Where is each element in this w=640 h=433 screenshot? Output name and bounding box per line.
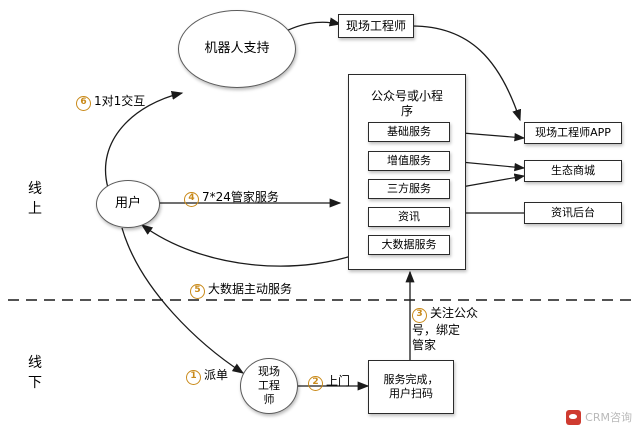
node-eco-mall: 生态商城	[524, 160, 622, 182]
node-eco-mall-label: 生态商城	[551, 164, 595, 178]
edge-number-3: 3	[412, 307, 427, 323]
wechat-icon	[566, 409, 582, 425]
node-user: 用户	[96, 180, 160, 228]
node-service-done: 服务完成， 用户扫码	[368, 360, 454, 414]
node-information-label: 资讯	[398, 210, 420, 224]
node-engineer-app-label: 现场工程师APP	[535, 126, 611, 140]
edge-label-2-text: 上门	[326, 373, 351, 388]
node-robot-label: 机器人支持	[204, 40, 270, 56]
edge-label-6-text: 1对1交互	[94, 93, 146, 108]
node-bigdata-service: 大数据服务	[368, 235, 450, 255]
watermark: CRM咨询	[566, 409, 632, 425]
node-platform: 公众号或小程 序	[348, 74, 466, 270]
node-robot: 机器人支持	[178, 10, 296, 88]
edge-label-5-text: 大数据主动服务	[208, 281, 293, 296]
edge-number-1: 1	[186, 369, 201, 385]
node-field-engineer-bottom-label: 现场 工程 师	[258, 365, 280, 406]
node-info-backend: 资讯后台	[524, 202, 622, 224]
node-basic-service: 基础服务	[368, 122, 450, 142]
edge-user-robot	[104, 90, 184, 189]
node-third-party-service-label: 三方服务	[387, 182, 431, 196]
node-information: 资讯	[368, 207, 450, 227]
node-platform-label: 公众号或小程 序	[370, 89, 443, 118]
axis-label-online: 线 上	[28, 181, 43, 217]
node-value-added-service: 增值服务	[368, 151, 450, 171]
edge-engineer-top-app	[411, 25, 522, 122]
axis-label-offline: 线 下	[28, 355, 43, 391]
node-field-engineer-top-label: 现场工程师	[345, 18, 406, 33]
node-field-engineer-top: 现场工程师	[338, 14, 414, 38]
node-field-engineer-bottom: 现场 工程 师	[240, 358, 298, 414]
edge-label-4-text: 7*24管家服务	[202, 189, 279, 204]
node-user-label: 用户	[114, 195, 141, 211]
node-info-backend-label: 资讯后台	[551, 206, 595, 220]
edge-number-2: 2	[308, 375, 323, 391]
edge-label-1-text: 派单	[204, 367, 229, 382]
edge-number-5: 5	[190, 283, 205, 299]
node-basic-service-label: 基础服务	[387, 125, 431, 139]
edge-label-3-text: 关注公众 号，绑定 管家	[412, 305, 479, 353]
watermark-label: CRM咨询	[585, 411, 632, 424]
node-bigdata-service-label: 大数据服务	[381, 238, 437, 252]
node-engineer-app: 现场工程师APP	[524, 122, 622, 144]
edge-user-engineer-bottom	[121, 227, 245, 374]
node-third-party-service: 三方服务	[368, 179, 450, 199]
node-service-done-label: 服务完成， 用户扫码	[383, 373, 439, 400]
edge-number-4: 4	[184, 191, 199, 207]
node-value-added-service-label: 增值服务	[387, 154, 431, 168]
edge-bigdata-user	[140, 224, 374, 267]
edge-number-6: 6	[76, 95, 91, 111]
